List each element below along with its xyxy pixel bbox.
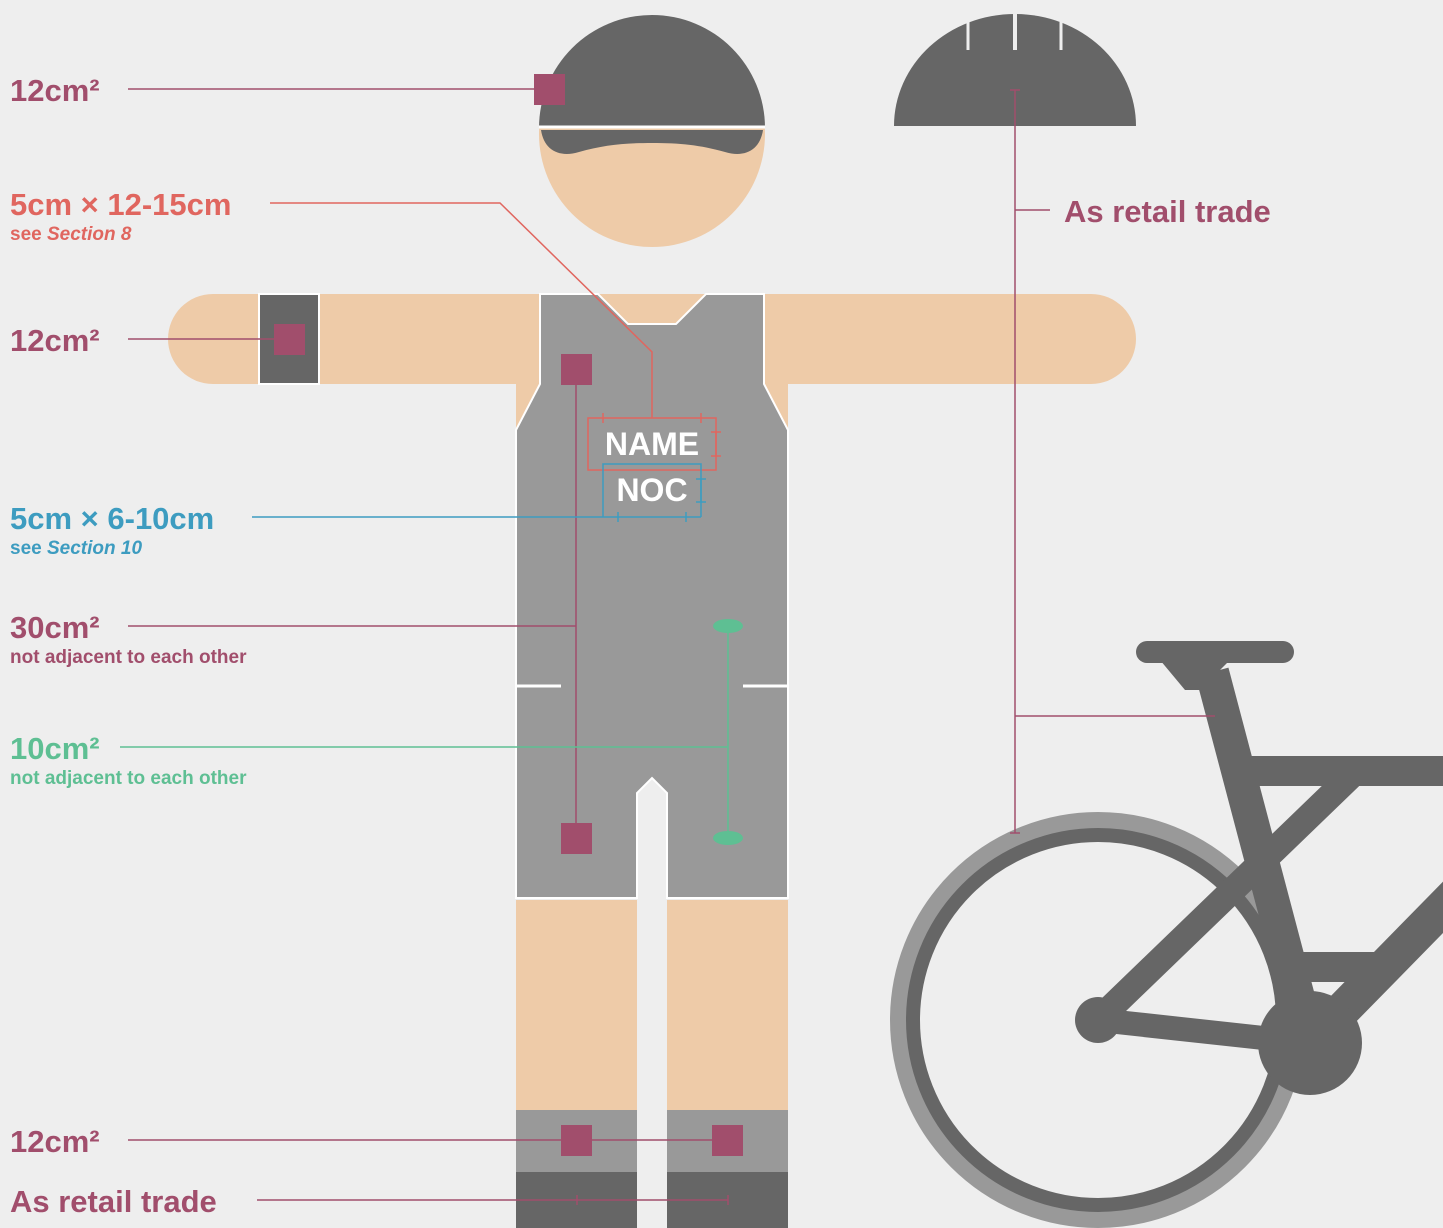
worn-helmet [539,15,765,128]
bicycle [901,641,1443,1217]
arm-logo-marker [274,324,305,355]
sock-logo-label: 12cm² [10,1126,100,1157]
seatstay [1098,772,1355,1020]
noc-section-ref: Section 10 [47,538,142,559]
noc-placeholder: NOC [616,472,687,508]
left-sock-logo-marker [561,1125,592,1156]
name-section-note: see Section 8 [10,225,131,244]
chain-guard [1300,952,1380,982]
noc-size-label: 5cm × 6-10cm [10,503,214,534]
body-logo-note: not adjacent to each other [10,648,246,667]
noc-section-note: see Section 10 [10,539,142,558]
helmet-logo-marker [534,74,565,105]
name-see-prefix: see [10,224,42,245]
athlete-figure [168,15,1136,1228]
name-placeholder: NAME [605,426,699,462]
chest-logo-marker [561,354,592,385]
green-logo-note: not adjacent to each other [10,769,246,788]
helmet-bike-label: As retail trade [1064,196,1271,227]
right-sock-logo-marker [712,1125,743,1156]
noc-see-prefix: see [10,538,42,559]
bottom-bracket [1258,991,1362,1095]
shoes-label: As retail trade [10,1186,217,1217]
helmet-logo-label: 12cm² [10,75,100,106]
name-size-label: 5cm × 12-15cm [10,189,231,220]
name-section-ref: Section 8 [47,224,131,245]
body-logo-label: 30cm² [10,612,100,643]
saddle [1136,641,1294,663]
thigh-logo-marker [561,823,592,854]
right-leg [667,900,788,1112]
left-leg [516,900,637,1112]
top-tube [1244,756,1443,786]
rear-hub [1075,997,1121,1043]
arm-logo-label: 12cm² [10,325,100,356]
green-logo-label: 10cm² [10,733,100,764]
